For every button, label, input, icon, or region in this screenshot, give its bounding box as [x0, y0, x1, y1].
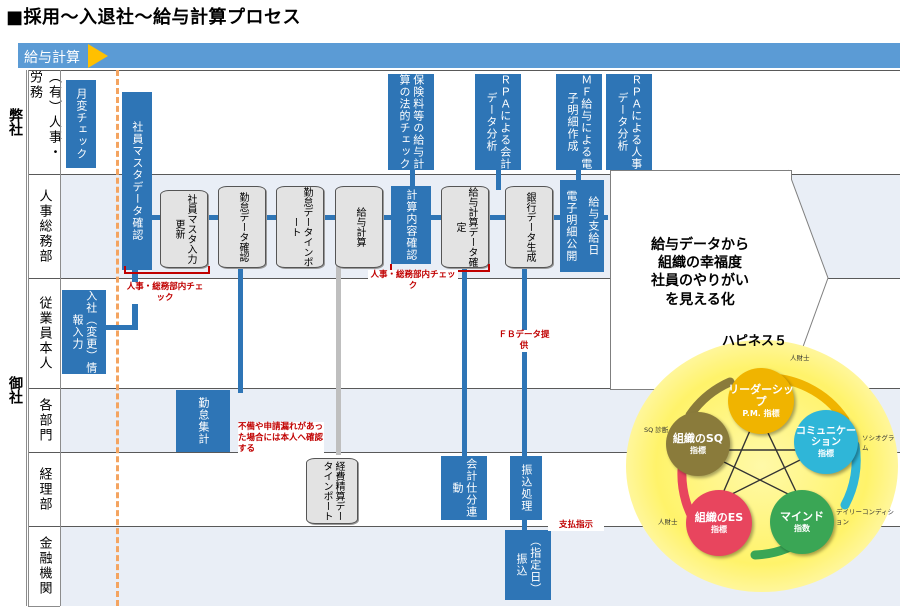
- furikomi-box: 振込処理: [510, 456, 542, 520]
- denshi-koukai-box: 電子明細公開: [560, 180, 582, 272]
- kintai-shukei-box: 勤怠集計: [176, 390, 230, 452]
- connector: [462, 260, 467, 460]
- mind-circle: マインド 指数: [770, 490, 834, 554]
- sq-circle: 組織のSQ 指標: [666, 412, 730, 476]
- ginko-cylinder: 銀行データ生成: [505, 186, 553, 268]
- lane-label-kakubumon: 各部門: [28, 388, 60, 453]
- lane-label-jugyoin: 従業員本人: [28, 278, 60, 389]
- lane-label-jinji-romu: （有）人事・労務: [27, 70, 61, 175]
- label-sq-shindan: SQ 診断: [644, 426, 669, 434]
- side-label-ours: 弊社: [4, 70, 27, 174]
- es-label: 組織のES: [694, 511, 744, 525]
- label-sociogram: ソシオグラム: [862, 434, 895, 452]
- hoken-check-box: 保険料等の給与計算の法的チェック: [388, 74, 434, 170]
- lane-label-kinyu: 金融機関: [28, 526, 60, 607]
- sq-label: 組織のSQ: [672, 432, 724, 446]
- shain-master-box: 社員マスタデータ確認: [122, 92, 152, 270]
- lane-divider: [28, 526, 900, 527]
- nyusha-input-box: 入社（変更）情報入力: [62, 290, 106, 374]
- check-bracket: [124, 266, 210, 274]
- sq-sub: 指標: [690, 445, 706, 455]
- kyuyo-kakutei-cylinder: 給与計算データ確定: [441, 186, 489, 268]
- callout-text: 給与データから 組織の幸福度 社員のやりがい を見える化: [612, 236, 788, 309]
- check-note-2: 人事・総務部内チェック: [368, 270, 458, 293]
- column-divider: [28, 70, 29, 606]
- happiness-title: ハピネス５: [722, 334, 788, 349]
- phase-label: 給与計算: [24, 50, 80, 66]
- es-sub: 指標: [711, 524, 727, 534]
- phase-bar: [18, 43, 900, 68]
- leadership-sub: P.M. 指標: [742, 409, 780, 419]
- mind-label: マインド: [780, 510, 824, 524]
- connector: [104, 325, 138, 330]
- side-label-theirs: 御社: [4, 174, 27, 606]
- callout-arrow-icon: [788, 169, 829, 389]
- kyuyo-shikyubi-box: 給与支給日: [582, 180, 604, 272]
- leadership-circle: リーダーシップ P.M. 指標: [728, 368, 794, 434]
- connector: [522, 262, 527, 532]
- connector: [410, 160, 415, 190]
- mind-sub: 指数: [794, 523, 810, 533]
- lane-divider: [28, 174, 900, 175]
- kyuyo-keisan-cylinder: 給与計算: [335, 186, 383, 268]
- shitei-furikomi-box: （指定日）振込: [505, 530, 551, 600]
- communication-circle: コミュニケーション 指標: [794, 410, 858, 474]
- mf-meisai-box: ＭＦ給与による電子明細作成: [556, 74, 602, 170]
- kintai-import-cylinder: 勤怠データインポート: [276, 186, 324, 268]
- master-input-cylinder: 社員マスタ入力更新: [160, 190, 208, 268]
- callout-line: 給与データから: [651, 237, 749, 253]
- check-note-1: 人事・総務部内チェック: [124, 282, 206, 305]
- connector: [576, 160, 581, 185]
- column-divider: [60, 70, 61, 606]
- communication-label: コミュニケーション: [796, 425, 856, 449]
- shiharai-note: 支払指示: [548, 520, 604, 532]
- es-circle: 組織のES 指標: [686, 490, 752, 556]
- callout-line: を見える化: [665, 291, 735, 308]
- lane-label-keiri: 経理部: [28, 452, 60, 527]
- connector: [496, 160, 501, 190]
- communication-sub: 指標: [818, 448, 834, 458]
- kintai-kakunin-cylinder: 勤怠データ確認: [218, 186, 266, 268]
- leadership-label: リーダーシップ: [728, 382, 794, 409]
- phase-arrow-icon: [88, 44, 108, 68]
- keihi-import-cylinder: 経費精算データインポート: [306, 458, 358, 524]
- callout-line: 社員のやりがい: [651, 273, 749, 290]
- page-title: ■採用〜入退社〜給与計算プロセス: [6, 7, 302, 28]
- kaikei-renkei-box: 会計仕分連動: [441, 456, 487, 520]
- getsuhen-check-box: 月変チェック: [66, 80, 96, 168]
- fubi-note: 不備や申請漏れがあった場合には本人へ確認する: [238, 422, 324, 456]
- rpa-jinji-box: ＲＰＡによる人事データ分析: [606, 74, 652, 170]
- start-dashed-line: [116, 70, 119, 606]
- label-daily-condition: デイリーコンディション: [836, 508, 895, 526]
- lane-label-jinji-somu: 人事総務部: [28, 174, 60, 279]
- lane-divider: [28, 70, 900, 71]
- rpa-kaikei-box: ＲＰＡによる会計データ分析: [475, 74, 521, 170]
- keisan-naiyo-box: 計算内容確認: [391, 186, 431, 264]
- connector-gray: [336, 240, 341, 455]
- connector: [238, 218, 243, 393]
- label-jinzai-1: 人財士: [790, 354, 810, 362]
- label-jinzai-2: 人財士: [658, 518, 678, 526]
- fb-note: ＦＢデータ提供: [496, 330, 552, 353]
- callout-line: 組織の幸福度: [658, 255, 742, 272]
